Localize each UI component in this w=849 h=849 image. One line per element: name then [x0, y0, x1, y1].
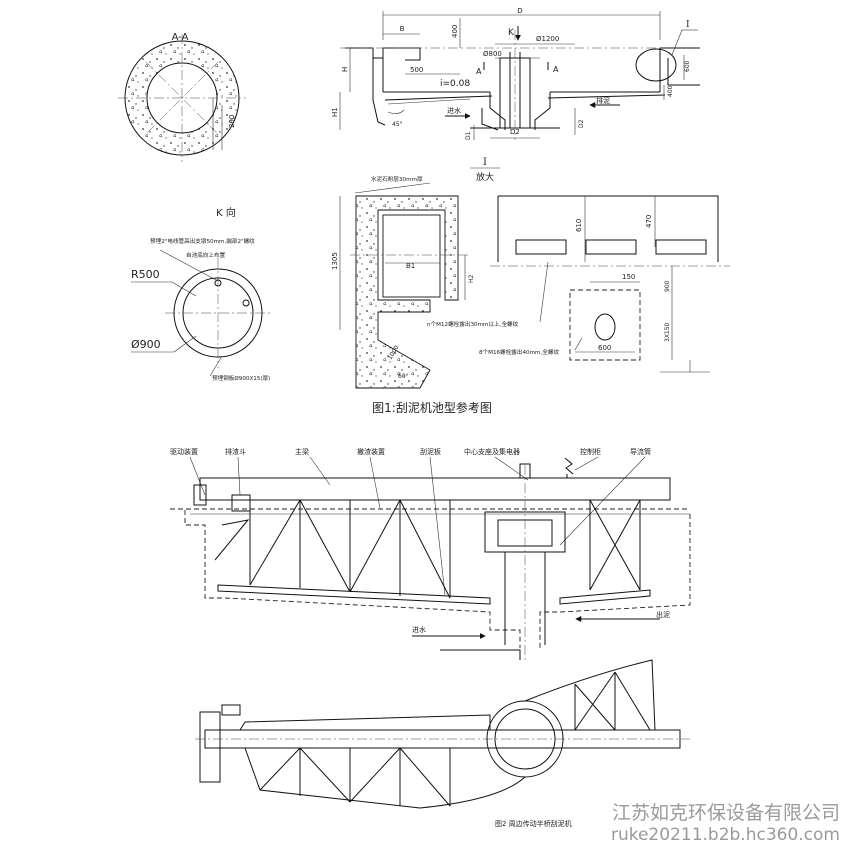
k-view: K 向 预埋2"电线管高出支墩50mm,端部2"螺纹 自池底向上布置 R500 … [131, 206, 272, 382]
label-center-support: 中心支座及集电器 [464, 447, 520, 456]
dim-200: 200 [228, 115, 236, 128]
anchor-detail: 610 470 150 900 3X150 600 n个M12螺栓露出30mm以… [427, 195, 730, 373]
dim-900: 900 [664, 280, 671, 292]
dim-d2-right: D2 [578, 119, 585, 128]
dim-600-right: 600 [684, 60, 691, 72]
dim-h1: H1 [331, 107, 339, 117]
label-drive: 驱动装置 [170, 447, 198, 456]
label-guide-tube: 导流筒 [630, 447, 651, 456]
detail-i-note: 水泥石粉层30mm厚 [371, 175, 423, 183]
figure2-caption: 图2 周边传动半桥刮泥机 [495, 819, 572, 828]
dim-3x150: 3X150 [664, 322, 671, 342]
k-note-1: 预埋2"电线管高出支墩50mm,端部2"螺纹 [150, 237, 255, 245]
figure1-caption: 图1:刮泥机池型参考图 [372, 400, 492, 415]
label-control-cabinet: 控制柜 [580, 447, 601, 456]
mark-a-left: A [476, 67, 482, 76]
dim-610: 610 [575, 219, 583, 232]
inflow-label-top: 进水 [447, 106, 461, 115]
dim-400: 400 [451, 25, 459, 38]
mark-k: K [508, 28, 515, 38]
tank-section: D B 400 K Ø1200 Ø800 I [331, 7, 700, 140]
section-aa-title: A-A [172, 32, 189, 43]
inflow-label-fig2: 进水 [412, 625, 426, 634]
dim-d2-bottom: D2 [510, 128, 520, 136]
dim-1305: 1305 [331, 252, 339, 270]
dim-470: 470 [645, 215, 653, 228]
label-scraper: 刮泥板 [420, 447, 441, 456]
label-main-beam: 主梁 [295, 447, 309, 456]
k-r500: R500 [131, 268, 160, 281]
label-skimmer: 撇渣装置 [357, 447, 385, 456]
mark-a-right: A [553, 65, 559, 74]
dim-h: H [341, 67, 349, 72]
dim-600-anchor: 600 [598, 344, 611, 352]
dim-d: D [517, 7, 522, 15]
dim-60deg: 60° [398, 373, 409, 380]
bolt-note-1: n个M12螺栓露出30mm以上,全螺纹 [427, 320, 519, 328]
section-aa: A-A 200 [118, 32, 246, 162]
bolt-note-2: 8个M16螺栓露出40mm,全螺纹 [479, 348, 559, 356]
detail-i-subtitle: 放大 [476, 171, 494, 183]
k-note-2: 自池底向上布置 [186, 251, 226, 259]
dim-phi1200: Ø1200 [536, 35, 559, 43]
figure2-elevation: 驱动装置 排渣斗 主梁 撇渣装置 刮泥板 中心支座及集电器 控制柜 导流筒 [170, 447, 691, 660]
dim-d1: D1 [465, 131, 472, 140]
watermark-company: 江苏如克环保设备有限公司 [612, 802, 840, 824]
dim-deg: 45° [392, 121, 403, 128]
k-phi900: Ø900 [131, 338, 161, 351]
detail-i: I 放大 水泥石粉层30mm厚 B1 H2 1305 1000 60° [331, 157, 500, 389]
dim-phi800: Ø800 [483, 50, 502, 58]
dim-b1: B1 [406, 262, 415, 270]
dim-400-right: 400 [667, 85, 674, 97]
k-plate-note: 预埋钢板Ø900X15(厚) [212, 374, 270, 382]
dim-150: 150 [622, 273, 635, 281]
sludge-label-top: 排泥 [596, 96, 610, 105]
label-scum-hopper: 排渣斗 [225, 447, 246, 456]
dim-h2: H2 [468, 274, 475, 283]
mark-i: I [686, 20, 690, 30]
slope-label: i=0.08 [440, 79, 470, 89]
k-view-title: K 向 [216, 206, 236, 219]
figure2-plan: 图2 周边传动半桥刮泥机 [195, 659, 690, 828]
detail-i-title: I [483, 157, 487, 168]
dim-500: 500 [410, 66, 423, 74]
sludge-label-fig2: 出泥 [656, 610, 670, 619]
watermark-url: ruke20211.b2b.hc360.com [611, 825, 840, 845]
dim-b: B [400, 25, 405, 33]
